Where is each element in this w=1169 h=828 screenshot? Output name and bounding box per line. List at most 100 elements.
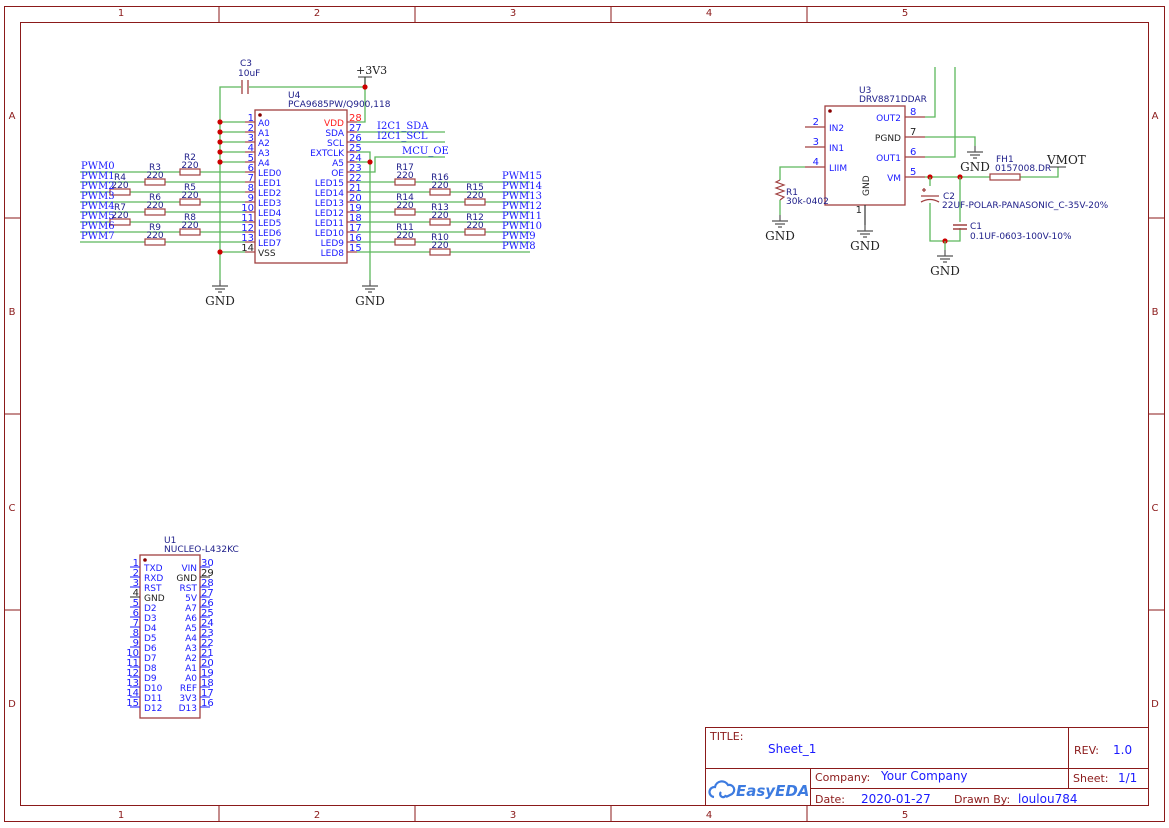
gnd-label: GND: [205, 294, 235, 308]
u4-part: PCA9685PW/Q900,118: [288, 100, 391, 110]
net-label-pwm0: PWM0: [81, 161, 115, 172]
resistor-ref: R16: [431, 173, 449, 183]
net-label-pwm4: PWM4: [81, 201, 115, 212]
resistor-value: 220: [181, 221, 198, 231]
u1-pin-number: 15: [126, 698, 139, 709]
resistor-ref: R11: [396, 223, 414, 233]
u4-pin-number: 25: [349, 143, 362, 154]
gnd-label: GND: [765, 229, 795, 243]
net-label-pwm9: PWM9: [502, 231, 536, 242]
u4-pin-number: 6: [248, 163, 254, 174]
u1-pin-name: D12: [144, 704, 162, 714]
u4-pin-name: LED4: [258, 209, 282, 219]
net-label-mcu-oe: MCU_OE: [402, 146, 449, 157]
u1-pin-number: 27: [201, 588, 214, 599]
u1-pin-number: 26: [201, 598, 214, 609]
u1-pin-number: 16: [201, 698, 214, 709]
u1-pin-name: D13: [179, 704, 197, 714]
resistor-ref: R15: [466, 183, 484, 193]
u1-pin-name: D6: [144, 644, 157, 654]
u1-pin-name: D9: [144, 674, 157, 684]
u4-pin-name: LED13: [315, 199, 344, 209]
u4-pin-number: 27: [349, 123, 362, 134]
u1-pin-number: 20: [201, 658, 214, 669]
capacitor-c3: [241, 80, 249, 94]
u1-pin-name: RST: [144, 584, 162, 594]
gnd-symbol: [857, 225, 873, 238]
resistor-r9: [144, 238, 166, 246]
u1-pin-number: 8: [133, 628, 139, 639]
sheet-value: 1/1: [1118, 771, 1137, 785]
junction-dot: [217, 159, 223, 165]
resistor-ref: R3: [149, 163, 161, 173]
u1-pin-number: 1: [133, 558, 139, 569]
u1-pin-number: 3: [133, 578, 139, 589]
resistor-r3: [144, 178, 166, 186]
u1-pin-number: 10: [126, 648, 139, 659]
u4-pin-name: A1: [258, 129, 270, 139]
resistor-ref: R7: [114, 203, 126, 213]
resistor-ref: R17: [396, 163, 414, 173]
resistor-value: 220: [146, 201, 163, 211]
u3-pin-number: 6: [910, 147, 916, 158]
resistor-r13: [429, 218, 451, 226]
resistor-ref: R12: [466, 213, 484, 223]
row-label-D: D: [8, 699, 16, 710]
fh1-value: 0157008.DR: [995, 164, 1051, 174]
u1-ref: U1: [164, 536, 176, 546]
u1-pin-name: A6: [185, 614, 197, 624]
gnd-symbol: [937, 250, 953, 263]
ground-icon: [937, 250, 953, 263]
u1-pin-name: GND: [176, 574, 197, 584]
u4-pin-name: VSS: [258, 249, 276, 259]
u4-pin-name: LED6: [258, 229, 282, 239]
resistor-ref: R6: [149, 193, 161, 203]
net-label-sda: I2C1_SDA: [377, 121, 429, 132]
rev-value: 1.0: [1113, 743, 1132, 757]
rev-label: REV:: [1074, 744, 1099, 757]
net-label-pwm7: PWM7: [81, 231, 115, 242]
wire: [925, 136, 976, 146]
u1-pin-name: D2: [144, 604, 157, 614]
u1-pin-name: A0: [185, 674, 197, 684]
u3-pin-number: 2: [813, 117, 819, 128]
u4-pin-number: 26: [349, 133, 362, 144]
column-label-4: 4: [706, 8, 712, 19]
u4-pin-number: 8: [248, 183, 254, 194]
u4-pin-name: LED12: [315, 209, 344, 219]
u4-pin-name: LED10: [315, 229, 344, 239]
u1-pin-number: 30: [201, 558, 214, 569]
capacitor-c2: [920, 188, 940, 203]
u1-pin-name: TXD: [143, 564, 163, 574]
u4-pin-number: 3: [248, 133, 254, 144]
u4-body: [254, 109, 348, 264]
u4-pin-number: 19: [349, 203, 362, 214]
u1-pin-number: 21: [201, 648, 214, 659]
u1-pin-name: D7: [144, 654, 157, 664]
column-label-5: 5: [902, 810, 908, 821]
resistor-value: 220: [181, 161, 198, 171]
net-label-pwm10: PWM10: [502, 221, 542, 232]
junction-dot: [217, 119, 223, 125]
resistor-value: 220: [146, 171, 163, 181]
ground-icon: [772, 215, 788, 228]
company-label: Company:: [815, 771, 870, 784]
u1-pin-number: 12: [126, 668, 139, 679]
u4-pin-name: LED3: [258, 199, 281, 209]
u4-pin-number: 23: [349, 163, 362, 174]
resistor-r15: [464, 198, 486, 206]
resistor-ref: R10: [431, 233, 449, 243]
resistor-r8: [179, 228, 201, 236]
power-label-vmot: VMOT: [1046, 153, 1086, 167]
u4-pin-name: LED5: [258, 219, 281, 229]
u1-pin-name: D5: [144, 634, 157, 644]
u3-pin-name: PGND: [875, 134, 901, 144]
resistor-ref: R4: [114, 173, 126, 183]
gnd-label: GND: [355, 294, 385, 308]
resistor-value: 220: [181, 191, 198, 201]
gnd-symbol: [772, 215, 788, 228]
ground-icon: [362, 280, 378, 293]
u1-pin-name: 3V3: [179, 694, 197, 704]
